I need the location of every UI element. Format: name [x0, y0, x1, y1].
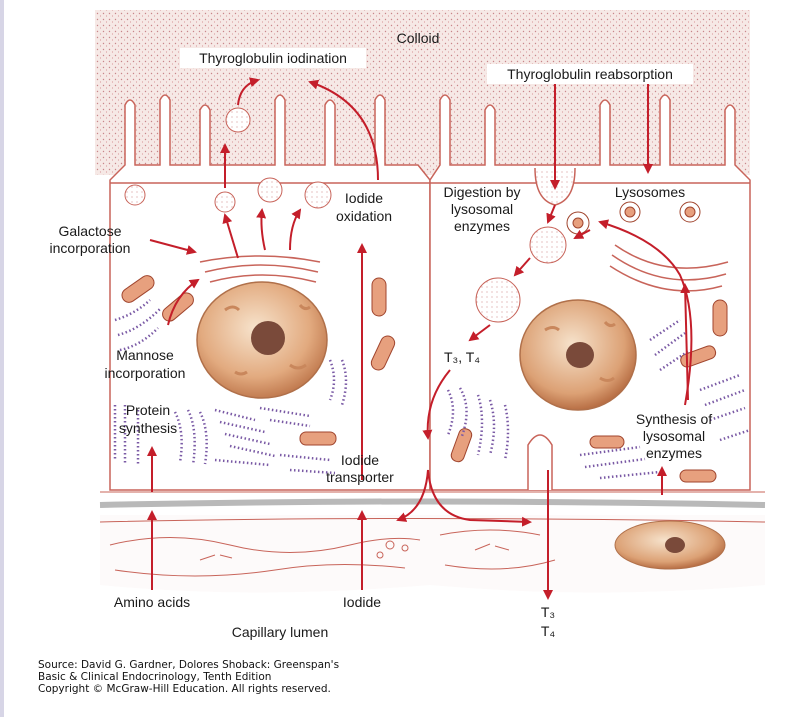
label-bg	[180, 48, 366, 68]
label-synthesis-lysosomal-3: enzymes	[646, 445, 702, 461]
label-amino-acids: Amino acids	[114, 594, 190, 610]
label-colloid: Colloid	[397, 30, 440, 46]
arrow-t3t4-split-left	[396, 469, 429, 522]
arrow-iodide-oxidation	[308, 79, 379, 181]
label-thyroglobulin-reabsorption: Thyroglobulin reabsorption	[507, 66, 673, 82]
label-synthesis-lysosomal-2: lysosomal	[643, 428, 705, 444]
arrow-t3t4-down	[422, 369, 451, 440]
arrow-iodination	[237, 77, 260, 106]
left-cell-vesicles	[124, 107, 332, 213]
source-line-2: Basic & Clinical Endocrinology, Tenth Ed…	[38, 671, 272, 683]
label-thyroglobulin-iodination: Thyroglobulin iodination	[199, 50, 347, 66]
arrow-golgi-up	[680, 283, 691, 401]
label-protein-synthesis-2: synthesis	[119, 420, 177, 436]
label-galactose-2: incorporation	[50, 240, 131, 256]
arrow-golgi-vesicle2	[256, 208, 267, 251]
arrow-golgi-vesicle1	[222, 213, 239, 259]
right-mitochondria	[450, 299, 728, 483]
arrow-small-to-t3t4	[468, 324, 491, 342]
left-mitochondria	[121, 275, 396, 446]
label-t3-out: T₃	[541, 604, 555, 620]
label-iodide: Iodide	[343, 594, 381, 610]
label-t4-out: T₄	[541, 623, 556, 639]
capillary	[99, 515, 766, 593]
label-iodide-transporter-2: transporter	[326, 469, 394, 485]
left-golgi	[199, 255, 321, 283]
label-digestion-2: lysosomal	[451, 201, 513, 217]
label-bg	[487, 64, 693, 84]
source-line-3: Copyright © McGraw-Hill Education. All r…	[38, 683, 331, 695]
label-iodide-oxidation-2: oxidation	[336, 208, 392, 224]
left-frame-bar	[0, 0, 4, 717]
basement-membrane	[99, 498, 766, 508]
source-line-1: Source: David G. Gardner, Dolores Shobac…	[38, 659, 340, 671]
label-galactose-1: Galactose	[58, 223, 121, 239]
label-iodide-oxidation-1: Iodide	[345, 190, 383, 206]
label-protein-synthesis-1: Protein	[126, 402, 170, 418]
label-iodide-transporter-1: Iodide	[341, 452, 379, 468]
pathway-arrows	[147, 77, 693, 600]
arrow-endocytic-to-digest	[546, 204, 556, 224]
left-nucleus	[196, 281, 328, 399]
label-mannose-1: Mannose	[116, 347, 174, 363]
label-digestion-1: Digestion by	[443, 184, 520, 200]
arrow-digest-to-small	[513, 257, 531, 277]
label-synthesis-lysosomal-1: Synthesis of	[636, 411, 712, 427]
label-capillary-lumen: Capillary lumen	[232, 624, 328, 640]
arrow-lysosome-fusion	[573, 229, 591, 239]
label-digestion-3: enzymes	[454, 218, 510, 234]
arrow-golgi-vesicle3	[289, 208, 302, 251]
arrow-galactose	[149, 239, 197, 255]
label-mannose-2: incorporation	[105, 365, 186, 381]
left-rough-er	[113, 299, 348, 475]
right-nucleus	[519, 299, 637, 411]
arrow-mannose	[167, 278, 200, 326]
right-cell	[429, 94, 751, 491]
arrow-t3t4-split-right	[427, 469, 532, 527]
right-golgi	[609, 244, 729, 292]
arrow-lysosomal-synthesis	[598, 219, 693, 406]
right-rough-er	[446, 318, 751, 480]
label-lysosomes: Lysosomes	[615, 184, 685, 200]
basal-vesicle	[527, 434, 553, 490]
label-t3-t4-inner: T₃, T₄	[444, 349, 480, 365]
